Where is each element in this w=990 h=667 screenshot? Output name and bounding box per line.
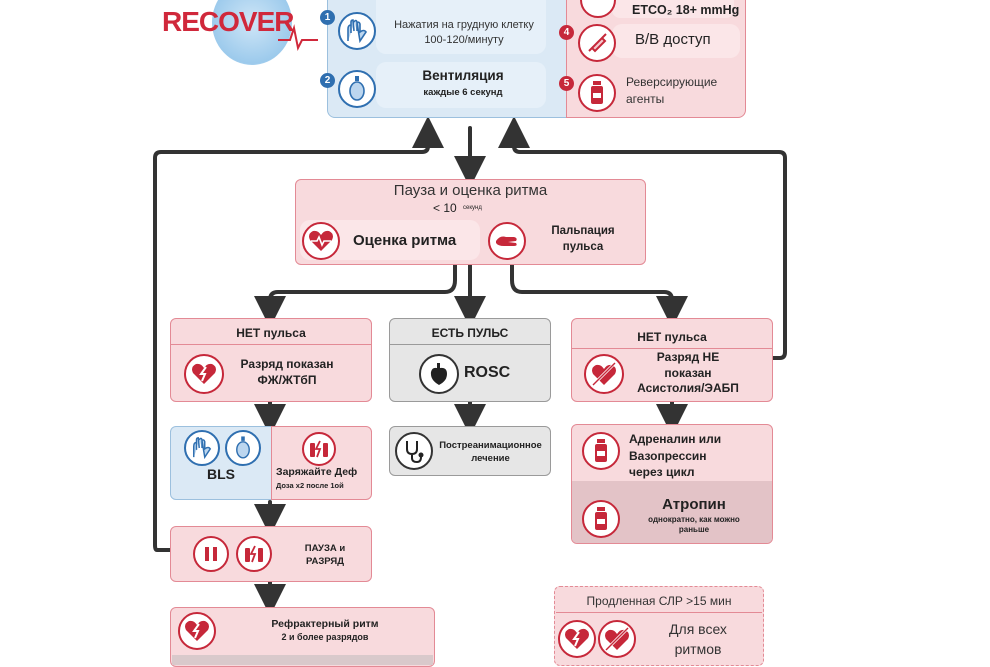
- pause-shock-line2: РАЗРЯД: [305, 556, 344, 567]
- no-pulse-left-header: НЕТ пульса: [236, 326, 306, 340]
- all-rhythms-line2: ритмов: [674, 641, 722, 657]
- reversal-agents-line1: Реверсирующие: [626, 75, 718, 89]
- logo-globe: [212, 0, 292, 65]
- vial-icon: [578, 74, 616, 112]
- heart-pulse-icon: [302, 222, 340, 260]
- shock-indicated-label: Разряд показан: [240, 357, 334, 371]
- branch-right: [510, 263, 688, 328]
- pause-shock-line1: ПАУЗА и: [304, 543, 346, 554]
- pause-title: Пауза и оценка ритма: [393, 182, 548, 199]
- step-badge-2: 2: [320, 73, 335, 88]
- anatomical-heart-icon: [419, 354, 459, 394]
- pulse-palpation-line2: пульса: [562, 241, 604, 253]
- bls-label: BLS: [207, 466, 235, 482]
- loop-left: [153, 116, 444, 552]
- iv-card: [612, 24, 740, 58]
- hands-icon: [338, 12, 376, 50]
- prolonged-defib-icon: [558, 620, 596, 658]
- refractory-subtitle: 2 и более разрядов: [281, 632, 369, 642]
- refractory-defib-icon: [178, 612, 216, 650]
- syringe-icon: [578, 24, 616, 62]
- vasopressor-vial-icon: [582, 432, 620, 470]
- pulse-present-header: ЕСТЬ ПУЛЬС: [431, 326, 509, 340]
- charge-dose: Доза x2 после 1ой: [276, 481, 344, 490]
- no-shock-icon: [584, 354, 624, 394]
- post-care-line1: Постреанимационное: [439, 440, 542, 451]
- logo: RECOVER: [162, 0, 318, 68]
- no-shock-line2: показан: [664, 365, 712, 380]
- stethoscope-icon: [395, 432, 433, 470]
- step-badge-4: 4: [559, 25, 574, 40]
- atropine-note-line1: однократно, как можно: [648, 515, 740, 524]
- etco2-card: [612, 0, 734, 18]
- vasopressor-line1: Адреналин или: [629, 432, 722, 446]
- pause-icon: [193, 536, 229, 572]
- logo-ecg-icon: [278, 24, 318, 52]
- atropine-title: Атропин: [662, 496, 726, 513]
- compressions-rate: 100-120/минуту: [424, 34, 504, 46]
- atropine-vial-icon: [582, 500, 620, 538]
- prolonged-cpr-title: Продленная СЛР >15 мин: [586, 594, 732, 608]
- bls-ambu-icon: [225, 430, 261, 466]
- charge-label: Заряжайте Деф: [276, 466, 358, 478]
- ventilation-card: [376, 62, 546, 108]
- branch-left: [254, 263, 457, 328]
- prolonged-no-shock-icon: [598, 620, 636, 658]
- all-rhythms-line1: Для всех: [669, 621, 727, 637]
- no-pulse-right-header: НЕТ пульса: [637, 330, 707, 344]
- reversal-agents-line2: агенты: [626, 92, 665, 106]
- ambu-bag-icon: [338, 70, 376, 108]
- vasopressor-line2: Вазопрессин: [629, 448, 707, 463]
- pulse-palpation-line1: Пальпация: [551, 225, 615, 237]
- step-badge-5: 5: [559, 76, 574, 91]
- ventilation-rate: каждые 6 секунд: [423, 87, 503, 98]
- pulse-present-box: [389, 318, 551, 402]
- defib-heart-icon: [184, 354, 224, 394]
- etco2-label: ETCO₂ 18+ mmHg: [632, 3, 740, 17]
- pause-time: < 10: [433, 201, 457, 215]
- no-shock-line1: Разряд НЕ: [656, 350, 720, 364]
- ventilation-title: Вентиляция: [422, 68, 504, 83]
- nonshockable-rhythms: Асистолия/ЭАБП: [637, 381, 739, 395]
- charge-icon: [302, 432, 336, 466]
- vasopressor-line3: через цикл: [629, 465, 695, 479]
- shockable-rhythms: ФЖ/ЖТбП: [257, 373, 317, 387]
- pause-time-unit: секунд: [463, 205, 482, 211]
- iv-access-label: В/В доступ: [635, 31, 711, 48]
- refractory-title: Рефрактерный ритм: [271, 618, 379, 630]
- compressions-card: [376, 0, 546, 54]
- logo-text: RECOVER: [162, 6, 294, 37]
- rosc-label: ROSC: [464, 364, 511, 381]
- bls-hands-icon: [184, 430, 220, 466]
- hand-pulse-icon: [488, 222, 526, 260]
- post-care-line2: лечение: [471, 453, 510, 464]
- shock-icon: [236, 536, 272, 572]
- compressions-label: Нажатия на грудную клетку: [394, 19, 534, 31]
- loop-right: [498, 116, 787, 360]
- step-badge-1: 1: [320, 10, 335, 25]
- atropine-note-line2: раньше: [678, 525, 710, 534]
- rhythm-assessment-label: Оценка ритма: [353, 232, 457, 249]
